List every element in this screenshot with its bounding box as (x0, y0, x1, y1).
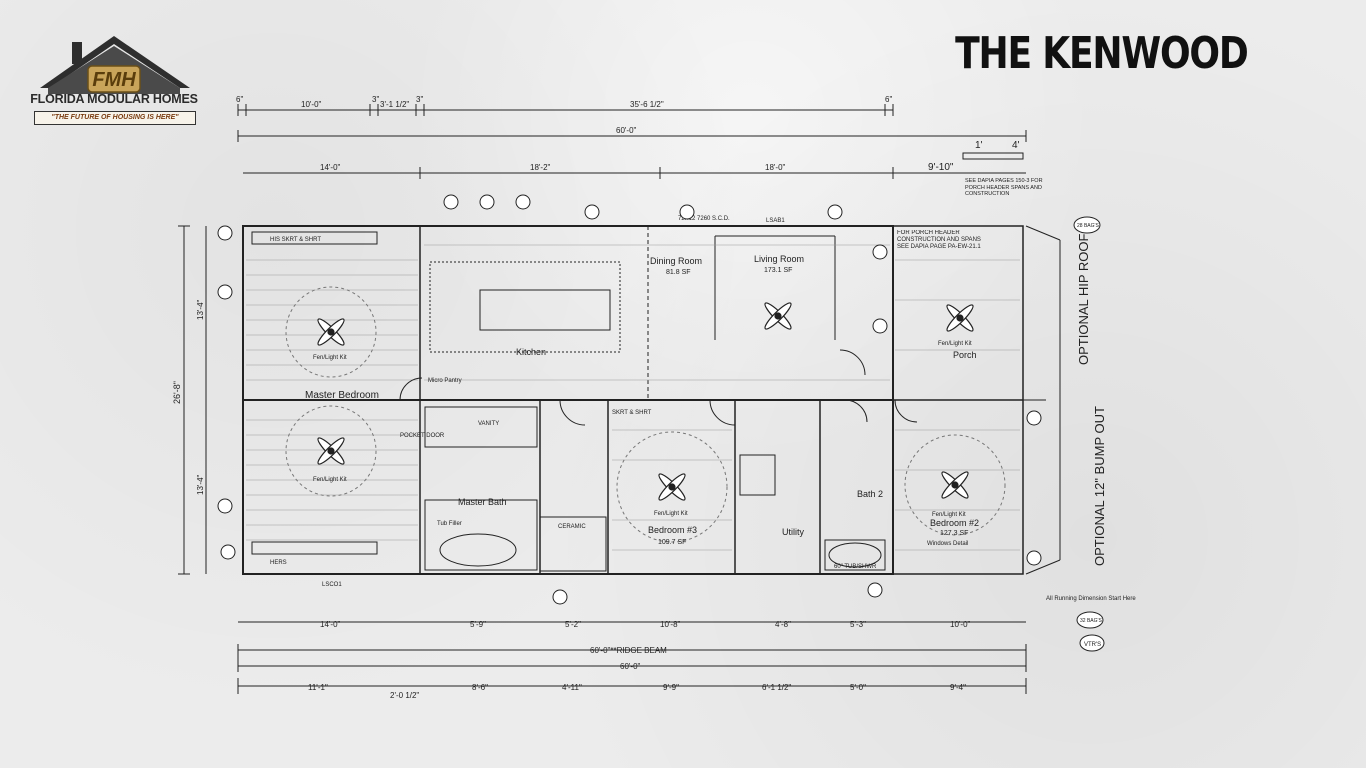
ridge-beam-dim: 60'-0"**RIDGE BEAM (590, 646, 667, 655)
dim-bottom-1: 5'-9" (470, 620, 486, 629)
room-living-area: 173.1 SF (764, 267, 792, 274)
dim-bottom-3: 10'-8" (660, 620, 681, 629)
room-porch: Porch (953, 350, 977, 360)
dim-bottom-6: 10'-0" (950, 620, 971, 629)
room-living: Living Room (754, 254, 804, 264)
dim-detail-4: 9'-9" (663, 683, 679, 692)
dim-top-5: 35'-6 1/2" (630, 100, 664, 109)
tub-filler-label: Tub Filler (437, 521, 462, 527)
lsco-label: LSCO1 (322, 582, 342, 588)
room-bath2: Bath 2 (857, 489, 883, 499)
room-bedroom2-area: 127.3 SF (940, 530, 968, 537)
fan-label-5: Fen/Light Kit (932, 512, 966, 518)
room-master-bath: Master Bath (458, 497, 507, 507)
dim-bottom-2: 5'-2" (565, 620, 581, 629)
ceramic-label: CERAMIC (558, 524, 586, 530)
windows-detail-label: Windows Detail (927, 541, 968, 547)
hers-closet-label: HERS (270, 560, 287, 566)
micro-pantry-label: Micro Pantry (428, 378, 462, 384)
brand-tagline: "THE FUTURE OF HOUSING IS HERE" (34, 111, 196, 125)
room-bedroom3: Bedroom #3 (648, 525, 697, 535)
depth-half-bottom: 13'-4" (196, 474, 205, 495)
dim-top-4: 3" (416, 95, 423, 104)
optional-hip-roof: OPTIONAL HIP ROOF (1076, 233, 1091, 365)
model-title: THE KENWOOD (955, 28, 1250, 79)
dim-inner-0: 14'-0" (320, 163, 341, 172)
room-bedroom3-area: 109.7 SF (658, 539, 686, 546)
dim-detail-5: 6'-1 1/2" (762, 683, 791, 692)
overall-width: 60'-0" (616, 126, 637, 135)
fan-label-2: Fen/Light Kit (313, 477, 347, 483)
room-master-bedroom: Master Bedroom (305, 390, 379, 401)
porch-spans-note: SEE DAPIA PAGES 150-3 FOR PORCH HEADER S… (965, 178, 1043, 197)
bags-top-badge: 28 BAG'S (1077, 223, 1099, 229)
dim-top-1: 10'-0" (301, 100, 322, 109)
tub-shower-label: 60" TUB/SHWR (834, 564, 877, 570)
his-closet-label: HIS SKRT & SHRT (270, 237, 321, 243)
dim-bottom-4: 4'-8" (775, 620, 791, 629)
dim-detail-6: 5'-0" (850, 683, 866, 692)
vtrs-badge: VTR'S (1084, 642, 1101, 648)
all-running-label: All Running Dimension Start Here (1046, 596, 1136, 602)
room-kitchen: Kitchen (516, 347, 546, 357)
depth-dim: 26'-8" (172, 381, 182, 404)
dim-bottom-0: 14'-0" (320, 620, 341, 629)
dim-inner-3: 9'-10" (928, 162, 954, 173)
dim-detail-3: 4'-11" (562, 683, 582, 692)
dim-detail-1: 2'-0 1/2" (390, 691, 419, 700)
slider-label: 72X12 7260 S.C.D. (678, 216, 730, 222)
dim-top-0: 6" (236, 95, 243, 104)
bags-bottom-badge: 32 BAG'S (1080, 618, 1102, 624)
room-bedroom2: Bedroom #2 (930, 518, 979, 528)
lsab-label: LSAB1 (766, 218, 785, 224)
vanity-label: VANITY (478, 421, 499, 427)
logo-initials: FMH (92, 69, 136, 91)
dim-top-2: 3" (372, 95, 379, 104)
dim-top-3: 3'-1 1/2" (380, 100, 409, 109)
pocket-door-label: POCKET DOOR (400, 433, 445, 439)
room-dining: Dining Room (650, 256, 702, 266)
fan-label-1: Fen/Light Kit (313, 355, 347, 361)
depth-half-top: 13'-4" (196, 299, 205, 320)
brand-name: FLORIDA MODULAR HOMES (30, 92, 198, 106)
dim-bottom-5: 5'-3" (850, 620, 866, 629)
fan-label-3: Fen/Light Kit (654, 511, 688, 517)
dim-detail-0: 11'-1" (308, 683, 328, 692)
room-dining-area: 81.8 SF (666, 269, 691, 276)
dim-detail-7: 9'-4" (950, 683, 966, 692)
dim-inner-1: 18'-2" (530, 163, 551, 172)
fan-label-4: Fen/Light Kit (938, 341, 972, 347)
skirt-shirt-label: SKRT & SHRT (612, 410, 652, 416)
scale-1ft: 1' (975, 140, 983, 151)
company-logo: FMH (40, 36, 190, 94)
scale-4ft: 4' (1012, 140, 1020, 151)
bottom-overall-dim: 60'-0" (620, 662, 641, 671)
porch-note: FOR PORCH HEADER CONSTRUCTION AND SPANS … (897, 230, 981, 250)
room-utility: Utility (782, 527, 804, 537)
optional-bump-out: OPTIONAL 12" BUMP OUT (1092, 406, 1107, 566)
ceiling-fan-icon (317, 302, 974, 501)
dim-inner-2: 18'-0" (765, 163, 786, 172)
dim-top-6: 6" (885, 95, 892, 104)
dim-detail-2: 8'-6" (472, 683, 488, 692)
